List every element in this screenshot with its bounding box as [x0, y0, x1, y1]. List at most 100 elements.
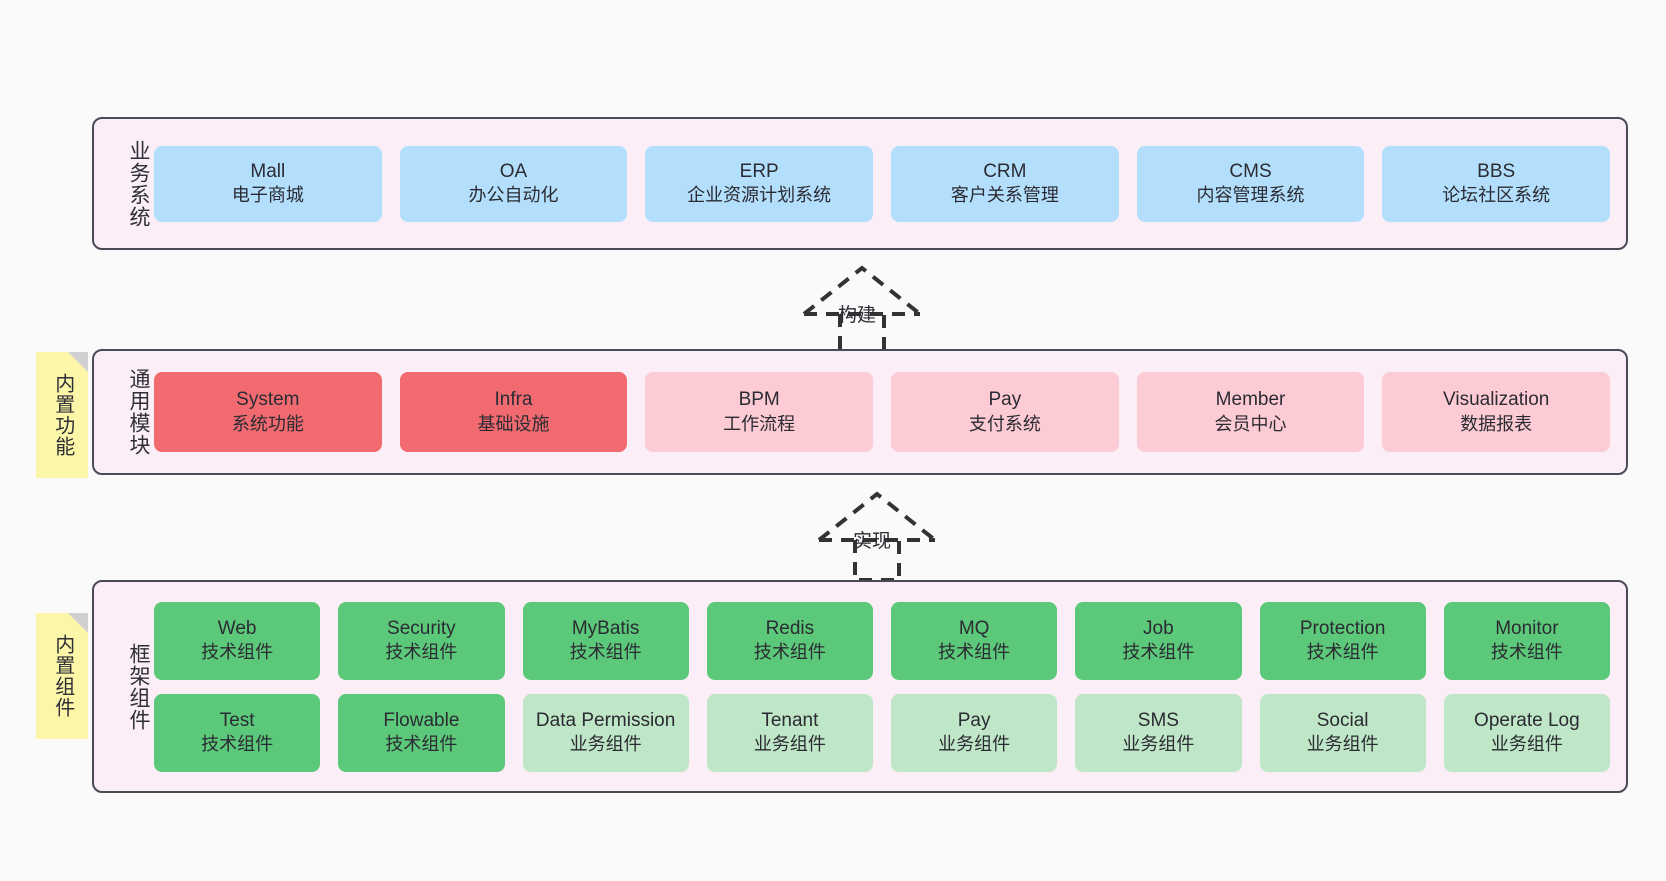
card-subtitle: 业务组件 [569, 734, 642, 755]
card-subtitle: 技术组件 [1490, 642, 1563, 663]
card-monitor[interactable]: Monitor 技术组件 [1443, 601, 1610, 680]
card-redis[interactable]: Redis 技术组件 [706, 601, 873, 680]
card-pay-component[interactable]: Pay 业务组件 [891, 693, 1058, 772]
card-mall[interactable]: Mall 电子商城 [154, 145, 382, 222]
card-subtitle: 系统功能 [231, 413, 304, 434]
card-subtitle: 技术组件 [938, 642, 1011, 663]
card-subtitle: 技术组件 [385, 642, 458, 663]
card-title: Web [217, 617, 257, 639]
card-title: MyBatis [571, 617, 640, 639]
card-subtitle: 业务组件 [1490, 734, 1563, 755]
layer-title-business-system: 业务系统 [127, 139, 150, 228]
layer-title-common-module: 通用模块 [127, 368, 150, 456]
connector-label-build: 构建 [838, 305, 877, 326]
card-title: BPM [738, 389, 780, 411]
card-title: Job [1143, 617, 1174, 639]
card-title: OA [499, 160, 528, 182]
card-member[interactable]: Member 会员中心 [1136, 372, 1365, 452]
layer-cards-business-system: Mall 电子商城 OA 办公自动化 ERP 企业资源计划系统 CRM 客户关系… [150, 145, 1626, 222]
card-subtitle: 基础设施 [477, 413, 550, 434]
card-security[interactable]: Security 技术组件 [338, 601, 505, 680]
card-pay-module[interactable]: Pay 支付系统 [891, 372, 1119, 452]
card-row: Web 技术组件 Security 技术组件 MyBatis 技术组件 Redi… [154, 601, 1610, 680]
card-subtitle: 内容管理系统 [1196, 185, 1305, 206]
card-subtitle: 技术组件 [753, 642, 826, 663]
card-title: Pay [988, 389, 1022, 411]
card-title: Data Permission [535, 709, 676, 731]
note-fold-icon [68, 613, 88, 633]
card-oa[interactable]: OA 办公自动化 [399, 145, 628, 222]
card-title: Operate Log [1474, 709, 1580, 731]
card-title: BBS [1477, 160, 1516, 182]
card-protection[interactable]: Protection 技术组件 [1259, 601, 1426, 680]
note-fold-icon [68, 352, 88, 372]
connector-build: 构建 [790, 262, 950, 356]
connector-implement: 实现 [805, 488, 965, 582]
layer-cards-common-module: System 系统功能 Infra 基础设施 BPM 工作流程 Pay 支付系统… [150, 372, 1626, 452]
note-builtin-component: 内置组件 [36, 613, 88, 739]
card-subtitle: 企业资源计划系统 [687, 185, 832, 206]
card-mybatis[interactable]: MyBatis 技术组件 [522, 601, 689, 680]
card-title: MQ [958, 617, 990, 639]
card-title: Flowable [383, 709, 460, 731]
card-operate-log[interactable]: Operate Log 业务组件 [1443, 693, 1610, 772]
generalization-arrow-icon [817, 491, 937, 582]
note-label: 内置功能 [51, 373, 74, 457]
card-subtitle: 支付系统 [968, 413, 1041, 434]
card-subtitle: 业务组件 [938, 734, 1011, 755]
card-flowable[interactable]: Flowable 技术组件 [338, 693, 505, 772]
layer-business-system: 业务系统 Mall 电子商城 OA 办公自动化 ERP 企业资源计划系统 CRM… [92, 117, 1628, 250]
note-builtin-function: 内置功能 [36, 352, 88, 478]
card-row: Test 技术组件 Flowable 技术组件 Data Permission … [154, 693, 1610, 772]
card-subtitle: 业务组件 [753, 734, 826, 755]
card-title: ERP [739, 160, 779, 182]
generalization-arrow-icon [802, 265, 922, 356]
card-subtitle: 业务组件 [1122, 734, 1195, 755]
card-subtitle: 电子商城 [231, 185, 304, 206]
card-title: Test [219, 709, 255, 731]
card-bbs[interactable]: BBS 论坛社区系统 [1382, 145, 1611, 222]
card-title: Member [1215, 389, 1286, 411]
card-subtitle: 会员中心 [1214, 413, 1287, 434]
card-subtitle: 技术组件 [569, 642, 642, 663]
card-title: Infra [494, 389, 533, 411]
card-title: Pay [957, 709, 991, 731]
card-row: Mall 电子商城 OA 办公自动化 ERP 企业资源计划系统 CRM 客户关系… [154, 145, 1611, 222]
card-social[interactable]: Social 业务组件 [1259, 693, 1426, 772]
card-data-permission[interactable]: Data Permission 业务组件 [522, 693, 689, 772]
card-subtitle: 论坛社区系统 [1442, 185, 1551, 206]
card-job[interactable]: Job 技术组件 [1075, 601, 1242, 680]
card-subtitle: 技术组件 [1122, 642, 1195, 663]
card-system[interactable]: System 系统功能 [154, 372, 382, 452]
card-visualization[interactable]: Visualization 数据报表 [1382, 372, 1611, 452]
card-subtitle: 办公自动化 [468, 185, 559, 206]
card-subtitle: 技术组件 [1306, 642, 1379, 663]
card-title: System [236, 389, 300, 411]
card-title: Social [1316, 709, 1369, 731]
card-title: Redis [765, 617, 815, 639]
card-title: CRM [983, 160, 1027, 182]
card-title: Security [387, 617, 456, 639]
card-row: System 系统功能 Infra 基础设施 BPM 工作流程 Pay 支付系统… [154, 372, 1611, 452]
card-title: SMS [1137, 709, 1179, 731]
layer-title-framework-component: 框架组件 [127, 642, 150, 731]
card-mq[interactable]: MQ 技术组件 [891, 601, 1058, 680]
layer-framework-component: 框架组件 Web 技术组件 Security 技术组件 MyBatis 技术组件… [92, 580, 1628, 793]
card-infra[interactable]: Infra 基础设施 [399, 372, 628, 452]
connector-label-implement: 实现 [853, 531, 892, 552]
card-erp[interactable]: ERP 企业资源计划系统 [645, 145, 874, 222]
layer-common-module: 通用模块 System 系统功能 Infra 基础设施 BPM 工作流程 Pay… [92, 349, 1628, 475]
card-web[interactable]: Web 技术组件 [154, 601, 321, 680]
card-test[interactable]: Test 技术组件 [154, 693, 321, 772]
card-crm[interactable]: CRM 客户关系管理 [891, 145, 1119, 222]
card-subtitle: 业务组件 [1306, 734, 1379, 755]
card-sms[interactable]: SMS 业务组件 [1075, 693, 1242, 772]
layer-cards-framework-component: Web 技术组件 Security 技术组件 MyBatis 技术组件 Redi… [150, 601, 1626, 772]
card-subtitle: 数据报表 [1460, 413, 1533, 434]
card-subtitle: 客户关系管理 [950, 185, 1059, 206]
card-tenant[interactable]: Tenant 业务组件 [706, 693, 873, 772]
card-title: Mall [250, 160, 286, 182]
card-cms[interactable]: CMS 内容管理系统 [1136, 145, 1365, 222]
card-bpm[interactable]: BPM 工作流程 [645, 372, 874, 452]
